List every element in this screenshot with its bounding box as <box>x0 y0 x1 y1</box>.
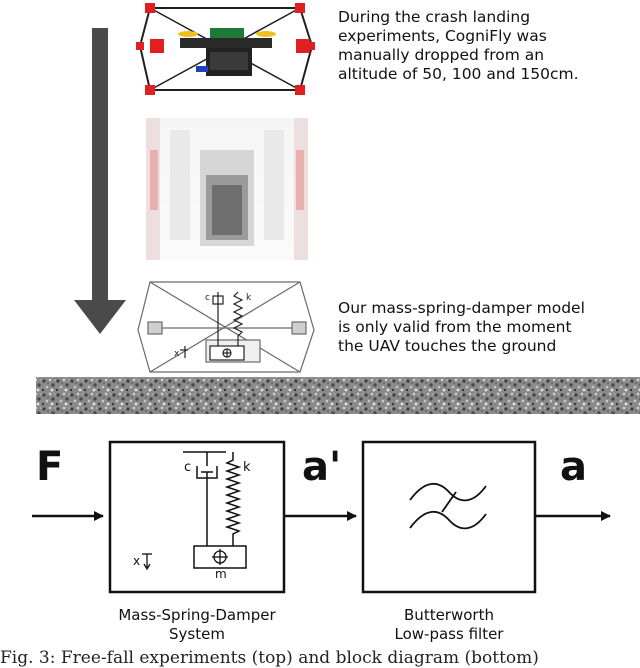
top-caption-line2: experiments, CogniFly was <box>338 27 547 45</box>
mass-spring-damper-block <box>108 440 286 594</box>
middle-caption-line3: the UAV touches the ground <box>338 337 557 355</box>
block-diagram <box>32 440 611 594</box>
filter-wave-icon <box>409 483 487 530</box>
middle-caption-line2: is only valid from the moment <box>338 318 572 336</box>
block2-title-line2: Low-pass filter <box>394 625 504 643</box>
svg-text:c: c <box>205 293 210 303</box>
block1-title: Mass-Spring-Damper System <box>90 606 304 644</box>
ground-strip <box>36 377 640 414</box>
input-force-label: F <box>36 444 64 490</box>
free-fall-illustration: c k x <box>36 3 640 414</box>
top-caption: During the crash landing experiments, Co… <box>338 8 579 84</box>
middle-caption: Our mass-spring-damper model is only val… <box>338 299 585 356</box>
middle-caption-line1: Our mass-spring-damper model <box>338 299 585 317</box>
spring-label: k <box>243 460 251 475</box>
figure-caption: Fig. 3: Free-fall experiments (top) and … <box>0 648 539 668</box>
output-accel-label: a <box>560 444 587 490</box>
drone-motion-blur-image <box>146 118 308 260</box>
top-caption-line3: manually dropped from an <box>338 46 545 64</box>
top-caption-line1: During the crash landing <box>338 8 531 26</box>
center-of-mass-icon <box>212 549 228 565</box>
block1-title-line2: System <box>169 625 225 643</box>
falling-arrow <box>74 28 126 334</box>
svg-text:k: k <box>246 293 252 303</box>
x-axis-indicator <box>142 553 152 571</box>
damper-label: c <box>184 460 192 475</box>
top-caption-line4: altitude of 50, 100 and 150cm. <box>338 65 579 83</box>
damper-symbol <box>183 451 226 546</box>
svg-text:x: x <box>174 349 180 359</box>
spring-symbol <box>224 452 242 546</box>
drone-top-image <box>136 3 315 95</box>
block2-title-line1: Butterworth <box>404 606 494 624</box>
drone-model-overlay-image <box>137 281 315 373</box>
butterworth-filter-block <box>361 440 537 594</box>
block2-title: Butterworth Low-pass filter <box>343 606 555 644</box>
intermediate-accel-label: a' <box>302 444 342 490</box>
block1-title-line1: Mass-Spring-Damper <box>118 606 276 624</box>
mass-label: m <box>215 567 227 581</box>
axis-label: x <box>133 554 141 568</box>
